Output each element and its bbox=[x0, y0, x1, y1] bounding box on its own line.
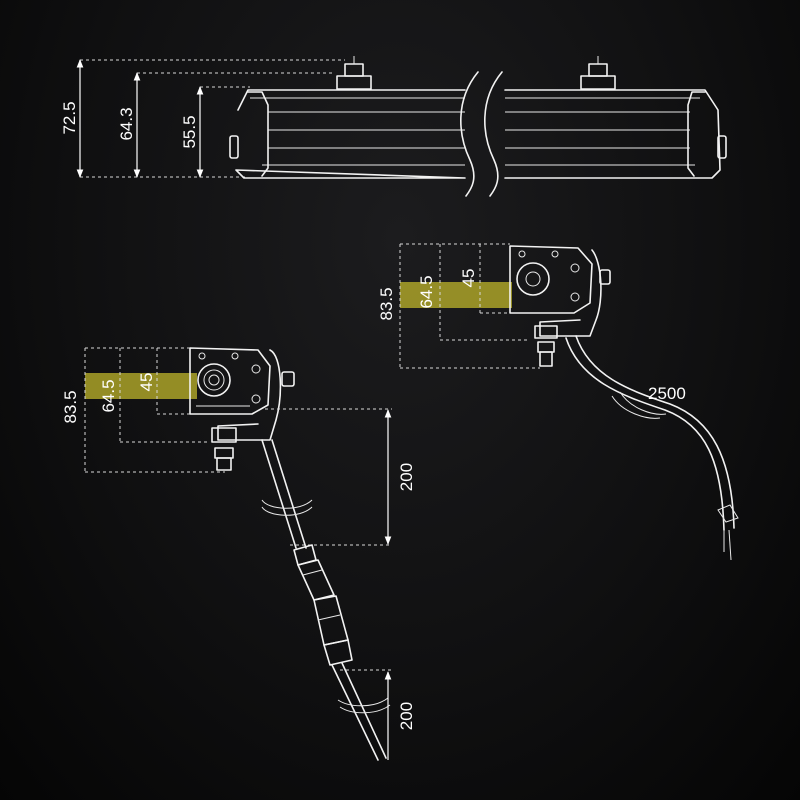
dim-label-72-5: 72.5 bbox=[60, 101, 79, 134]
mount-bolt bbox=[336, 56, 372, 90]
dim-label-64-3: 64.3 bbox=[117, 107, 136, 140]
dim-label-55-5: 55.5 bbox=[180, 115, 199, 148]
dim-label-64-5: 64.5 bbox=[417, 275, 436, 308]
housing-profile bbox=[189, 347, 271, 415]
break-line bbox=[460, 71, 479, 197]
end-cap-left bbox=[247, 91, 269, 177]
mount-bracket bbox=[539, 249, 602, 337]
lens-circle bbox=[516, 262, 550, 296]
dim-label-64-5: 64.5 bbox=[99, 379, 118, 412]
cable bbox=[261, 439, 297, 549]
bracket-bolt bbox=[211, 427, 237, 443]
end-cap-right bbox=[687, 91, 706, 177]
break-line bbox=[484, 71, 503, 197]
lens-circle bbox=[197, 363, 231, 397]
dim-label-83-5: 83.5 bbox=[377, 287, 396, 320]
side-view-left: 83.5 64.5 45 200 bbox=[61, 347, 416, 761]
mount-bracket bbox=[217, 349, 282, 441]
dim-label-45: 45 bbox=[137, 373, 156, 392]
light-bar-front-view: 72.5 64.3 55.5 bbox=[60, 56, 727, 197]
dim-label-2500: 2500 bbox=[648, 384, 686, 403]
bracket-bolt bbox=[534, 325, 558, 339]
bar-housing bbox=[235, 89, 721, 179]
dim-label-83-5: 83.5 bbox=[61, 390, 80, 423]
beam-highlight bbox=[85, 373, 197, 399]
mount-bolt bbox=[580, 56, 616, 90]
housing-profile bbox=[509, 245, 593, 314]
dim-label-200-upper: 200 bbox=[397, 463, 416, 491]
side-view-right: 83.5 64.5 45 2500 bbox=[377, 243, 739, 561]
dim-label-200-lower: 200 bbox=[397, 702, 416, 730]
dim-label-45: 45 bbox=[459, 269, 478, 288]
cable bbox=[565, 337, 725, 531]
beam-highlight bbox=[400, 282, 512, 308]
